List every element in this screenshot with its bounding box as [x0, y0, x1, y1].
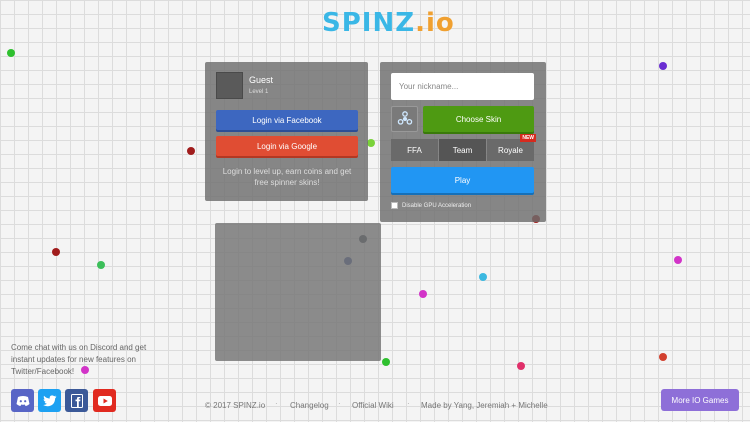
facebook-button[interactable]	[65, 389, 88, 412]
background-dot	[659, 353, 667, 361]
facebook-icon	[70, 393, 83, 408]
login-message: Login to level up, earn coins and get fr…	[222, 167, 352, 187]
login-facebook-button[interactable]: Login via Facebook	[216, 110, 358, 130]
fidget-spinner-icon	[397, 111, 412, 125]
mode-royale-label: Royale	[498, 145, 523, 155]
background-dot	[187, 147, 195, 155]
background-dot	[517, 362, 525, 370]
profile-name: Guest	[249, 75, 274, 85]
footer-copyright: © 2017 SPINZ.io	[205, 401, 266, 410]
footer-separator: ·	[338, 399, 341, 408]
twitter-button[interactable]	[38, 389, 61, 412]
nickname-input[interactable]	[391, 73, 534, 100]
background-dot	[81, 366, 89, 374]
spinner-preview-button[interactable]	[391, 106, 418, 132]
background-dot	[382, 358, 390, 366]
background-dot	[419, 290, 427, 298]
mode-team-button[interactable]: Team	[439, 139, 486, 161]
twitter-icon	[42, 394, 56, 406]
background-dot	[97, 261, 105, 269]
discord-icon	[16, 395, 29, 406]
new-badge: NEW	[520, 134, 536, 142]
more-io-games-button[interactable]: More IO Games	[661, 389, 739, 411]
gpu-label: Disable GPU Acceleration	[402, 202, 472, 209]
login-google-button[interactable]: Login via Google	[216, 136, 358, 156]
mode-royale-button[interactable]: Royale NEW	[487, 134, 536, 161]
youtube-button[interactable]	[93, 389, 116, 412]
footer-separator: ·	[407, 399, 410, 408]
community-message: Come chat with us on Discord and get ins…	[11, 343, 147, 376]
background-dot	[367, 139, 375, 147]
background-dot	[479, 273, 487, 281]
game-panel: Choose Skin FFA Team Royale NEW Play Dis…	[380, 62, 546, 222]
background-dot	[7, 49, 15, 57]
background-dot	[674, 256, 682, 264]
profile-level: Level 1	[249, 89, 269, 95]
official-wiki-link[interactable]: Official Wiki	[352, 401, 394, 410]
background-dot	[659, 62, 667, 70]
ad-panel	[215, 223, 381, 361]
login-panel: Guest Level 1 Login via Facebook Login v…	[205, 62, 368, 201]
footer-credits: Made by Yang, Jeremiah + Michelle	[421, 401, 548, 410]
changelog-link[interactable]: Changelog	[290, 401, 329, 410]
background-dot	[52, 248, 60, 256]
footer-separator: ·	[275, 399, 278, 408]
discord-button[interactable]	[11, 389, 34, 412]
spinz-logo: SPINZ.io	[322, 8, 455, 38]
gpu-checkbox[interactable]	[391, 202, 398, 209]
youtube-icon	[97, 395, 112, 406]
avatar	[216, 72, 243, 99]
mode-ffa-button[interactable]: FFA	[391, 139, 438, 161]
choose-skin-button[interactable]: Choose Skin	[423, 106, 534, 132]
gpu-option[interactable]: Disable GPU Acceleration	[391, 202, 471, 209]
play-button[interactable]: Play	[391, 167, 534, 193]
